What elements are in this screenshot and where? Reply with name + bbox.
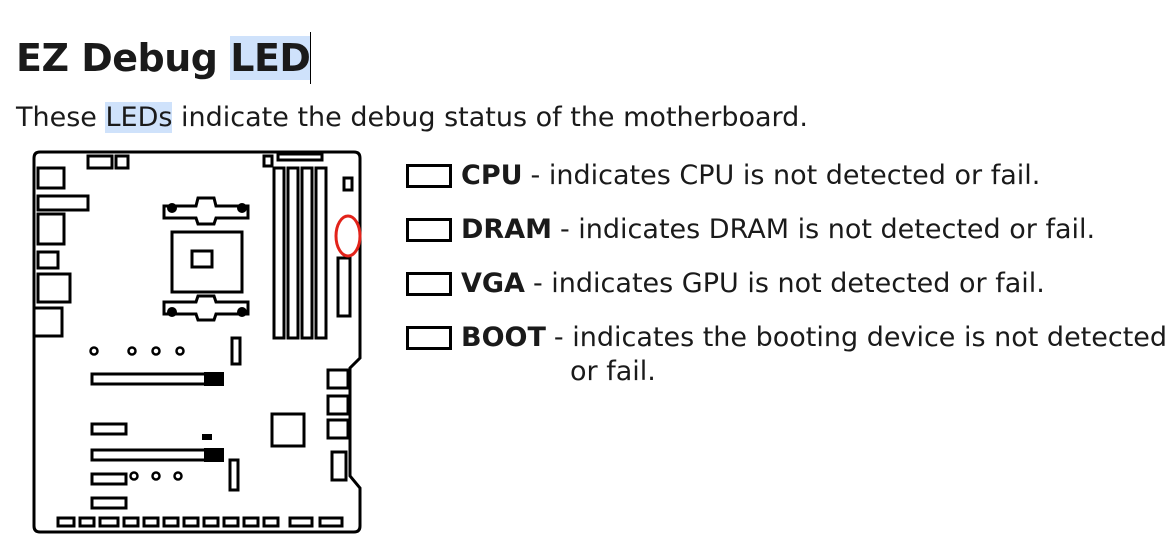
pcie-slot [90, 372, 214, 386]
header [262, 154, 274, 168]
led-row-boot: BOOT - indicates the booting device is n… [406, 321, 1166, 355]
m2-slot [90, 496, 128, 510]
intro-before: These [16, 102, 106, 133]
header [228, 458, 240, 492]
sata-port [326, 368, 350, 390]
pcie-slot [90, 448, 214, 462]
led-description: - indicates CPU is not detected or fail. [530, 160, 1041, 191]
intro-highlight[interactable]: LEDs [105, 102, 173, 133]
dimm-slot [314, 166, 328, 340]
led-name: BOOT [461, 322, 546, 353]
led-name: DRAM [461, 214, 552, 245]
text-cursor [310, 32, 312, 84]
led-description-continuation: or fail. [570, 356, 656, 387]
intro-paragraph: These LEDs indicate the debug status of … [16, 98, 808, 138]
header [114, 154, 130, 170]
motherboard-diagram [32, 150, 362, 534]
io-port [36, 212, 66, 246]
debug-led-marker [334, 214, 362, 258]
top-connector [276, 152, 324, 162]
led-row-dram: DRAM - indicates DRAM is not detected or… [406, 213, 1095, 247]
led-row-cpu: CPU - indicates CPU is not detected or f… [406, 159, 1040, 193]
dimm-slot [300, 166, 314, 340]
led-name: CPU [461, 160, 523, 191]
io-port [36, 250, 60, 270]
bottom-headers [56, 516, 344, 528]
title-highlight[interactable]: LED [230, 36, 311, 80]
board-outline [32, 150, 362, 534]
cpu-core [190, 249, 214, 269]
led-indicator-icon [406, 164, 452, 188]
header [86, 154, 114, 170]
m2-slot [90, 472, 128, 486]
retention-bottom [162, 294, 250, 322]
led-description: - indicates DRAM is not detected or fail… [559, 214, 1096, 245]
sata-port [330, 450, 348, 482]
io-port [36, 272, 72, 304]
chipset [270, 412, 306, 448]
led-indicator-icon [406, 218, 452, 242]
cpu-socket [170, 230, 244, 294]
io-port [36, 194, 90, 212]
header [342, 176, 354, 192]
sata-port [326, 418, 350, 440]
retention-top [162, 196, 250, 226]
sata-port [326, 394, 350, 416]
led-indicator-icon [406, 326, 452, 350]
dimm-slot [286, 166, 300, 340]
m2-slot [90, 422, 128, 436]
led-indicator-icon [406, 272, 452, 296]
io-port [36, 166, 66, 190]
led-row-vga: VGA - indicates GPU is not detected or f… [406, 267, 1045, 301]
header [230, 336, 242, 366]
page-title: EZ Debug LED [16, 30, 312, 86]
led-name: VGA [461, 268, 525, 299]
intro-after: indicate the debug status of the motherb… [172, 102, 808, 133]
led-description: - indicates the booting device is not de… [553, 322, 1166, 353]
io-port [32, 306, 64, 338]
dimm-slot [272, 166, 286, 340]
led-description: - indicates GPU is not detected or fail. [532, 268, 1045, 299]
atx-power [336, 256, 352, 318]
title-prefix: EZ Debug [16, 36, 231, 80]
